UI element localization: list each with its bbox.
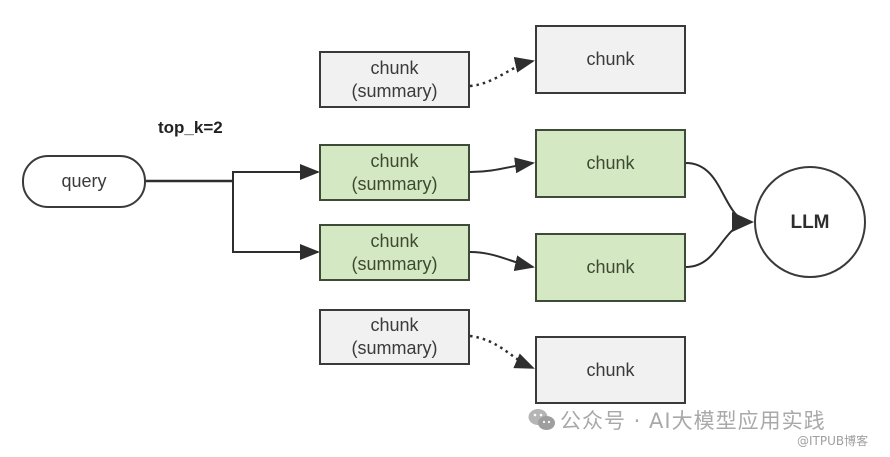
link-row-3 bbox=[469, 251, 535, 271]
query-node: query bbox=[22, 155, 146, 208]
chunk-node-1: chunk bbox=[535, 25, 686, 94]
summary-3-line2: (summary) bbox=[351, 253, 438, 274]
chunk-3-label: chunk bbox=[586, 257, 635, 277]
link-row-2 bbox=[469, 157, 535, 174]
summary-node-2: chunk (summary) bbox=[319, 144, 470, 201]
llm-label: LLM bbox=[790, 211, 830, 233]
chunk-3-to-llm bbox=[685, 221, 753, 268]
summary-2-line1: chunk bbox=[370, 150, 419, 171]
chunk-2-to-llm bbox=[685, 162, 754, 232]
summary-node-3: chunk (summary) bbox=[319, 224, 470, 281]
branch-to-summary-3 bbox=[232, 181, 320, 260]
chunk-2-label: chunk bbox=[586, 153, 635, 173]
top-k-label: top_k=2 bbox=[158, 118, 223, 137]
link-row-1-dotted bbox=[469, 57, 535, 88]
wechat-icon bbox=[528, 409, 555, 430]
chunk-node-4: chunk bbox=[535, 336, 686, 404]
summary-node-1: chunk (summary) bbox=[319, 51, 470, 108]
llm-node: LLM bbox=[754, 166, 866, 278]
chunk-node-3: chunk bbox=[535, 233, 686, 302]
summary-4-line1: chunk bbox=[370, 315, 419, 335]
summary-1-line1: chunk bbox=[370, 57, 419, 78]
chunk-node-2: chunk bbox=[535, 129, 686, 198]
summary-1-line2: (summary) bbox=[351, 80, 438, 101]
summary-node-4: chunk (summary) bbox=[319, 309, 470, 365]
query-label: query bbox=[61, 171, 107, 191]
link-row-4-dotted bbox=[469, 334, 535, 370]
summary-3-line1: chunk bbox=[370, 230, 419, 251]
chunk-1-label: chunk bbox=[586, 49, 635, 69]
source-credit: @ITPUB博客 bbox=[797, 434, 869, 448]
chunk-4-label: chunk bbox=[586, 359, 635, 380]
watermark-text: 公众号 · AI大模型应用实践 bbox=[560, 409, 826, 433]
branch-to-summary-2 bbox=[232, 164, 320, 181]
summary-4-line2: (summary) bbox=[351, 338, 438, 358]
summary-2-line2: (summary) bbox=[351, 173, 438, 194]
